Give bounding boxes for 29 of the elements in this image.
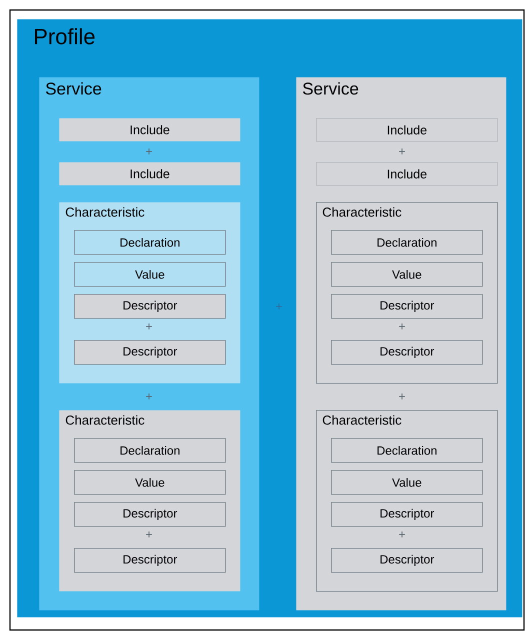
plus-sign: +: [146, 532, 152, 538]
attribute-box: Value: [74, 470, 226, 495]
plus-sign: +: [399, 394, 405, 400]
plus-sign: +: [146, 148, 152, 154]
attribute-box: Declaration: [331, 230, 483, 255]
attribute-box: Descriptor: [331, 294, 483, 319]
attribute-box: Descriptor: [331, 548, 483, 573]
attribute-box: Declaration: [74, 438, 226, 463]
plus-sign: +: [399, 532, 405, 538]
attribute-box: Declaration: [331, 438, 483, 463]
plus-sign: +: [146, 324, 152, 330]
plus-sign: +: [399, 324, 405, 330]
include-box: Include: [59, 162, 240, 186]
include-box: Include: [316, 118, 498, 142]
attribute-box: Descriptor: [331, 502, 483, 527]
attribute-box: Descriptor: [331, 340, 483, 365]
attribute-box: Declaration: [74, 230, 226, 255]
include-box: Include: [316, 162, 498, 186]
attribute-box: Descriptor: [74, 340, 226, 365]
attribute-box: Descriptor: [74, 548, 226, 573]
attribute-box: Descriptor: [74, 502, 226, 527]
attribute-box: Value: [331, 262, 483, 287]
plus-sign: +: [276, 304, 282, 310]
include-box: Include: [59, 118, 240, 142]
attribute-box: Value: [74, 262, 226, 287]
plus-sign: +: [399, 148, 405, 154]
attribute-box: Value: [331, 470, 483, 495]
plus-sign: +: [146, 394, 152, 400]
attribute-box: Descriptor: [74, 294, 226, 319]
